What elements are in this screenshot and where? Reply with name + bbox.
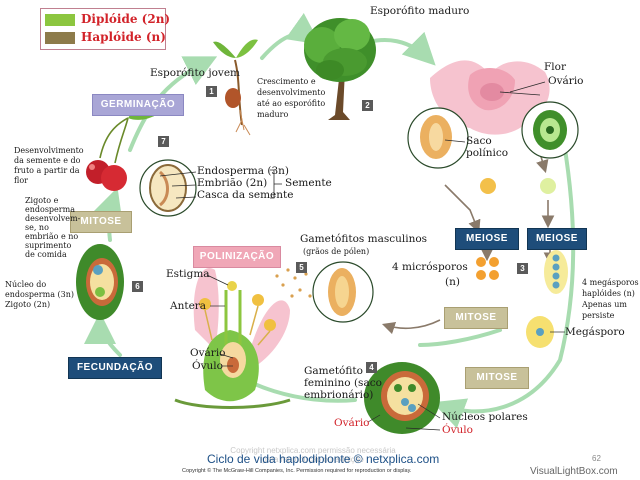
seed-closeup: [139, 159, 197, 217]
stage-mitosis-left: MITOSE: [70, 211, 132, 233]
label-seed-dev-4: flor: [14, 176, 28, 185]
label-zygote-note-3: desenvolvem-: [25, 214, 81, 223]
page-number: 62: [592, 454, 601, 463]
label-endosperm-nucleus-3: Zigoto (2n): [5, 300, 51, 309]
stage-mitosis-mid: MITOSE: [444, 307, 508, 329]
stage-meiosis-1: MEIOSE: [455, 228, 519, 250]
label-stigma: Estigma: [166, 268, 210, 280]
label-female-gametophyte-1: Gametófito: [304, 365, 363, 377]
label-ovary-red: Ovário: [334, 417, 370, 429]
label-growth-2: desenvolvimento: [257, 88, 326, 97]
label-seed-coat: Casca da semente: [197, 189, 294, 201]
label-seed-dev-2: da semente e do: [14, 156, 81, 165]
seedling: [213, 39, 258, 136]
pollen-sac-closeup: [407, 107, 469, 169]
mature-tree: [304, 18, 376, 120]
step-5: 5: [296, 262, 307, 273]
label-polar-nuclei: Núcleos polares: [442, 411, 528, 423]
label-seed-dev-3: fruto a partir da: [14, 166, 80, 175]
female-gametophyte: [364, 362, 440, 434]
label-zygote-note-4: se, no: [25, 223, 49, 232]
label-megaspores-2: haplóides (n): [582, 289, 635, 298]
label-young-sporophyte: Esporófito jovem: [150, 67, 240, 79]
label-pollen-sac-1: Saco: [466, 135, 492, 147]
label-microspores-1: 4 micrósporos: [392, 261, 468, 273]
label-endosperm-nucleus-2: endosperma (3n): [5, 290, 74, 299]
pollen-grains-closeup: [312, 261, 374, 323]
label-male-gametophytes-1: Gametófitos masculinos: [300, 233, 428, 245]
legend-haploid-label: Haplóide (n): [81, 30, 166, 44]
label-seed-dev-1: Desenvolvimento: [14, 146, 84, 155]
label-ovary-top: Ovário: [548, 75, 584, 87]
stage-mitosis-bottom: MITOSE: [465, 367, 529, 389]
label-megaspores-4: persiste: [582, 311, 615, 320]
label-mature-sporophyte: Esporófito maduro: [370, 5, 470, 17]
label-zygote-note-6: suprimento: [25, 241, 72, 250]
step-7: 7: [158, 136, 169, 147]
label-microspores-2: (n): [445, 276, 460, 288]
step-6: 6: [132, 281, 143, 292]
label-ovule: Óvulo: [192, 360, 223, 372]
stage-fertilization: FECUNDAÇÃO: [68, 357, 162, 379]
label-ovule-red: Óvulo: [442, 424, 473, 436]
legend-haploid-swatch: [45, 32, 75, 44]
stage-germination: GERMINAÇÃO: [92, 94, 184, 116]
caption: Ciclo de vida haplodiplonte © netxplica.…: [207, 452, 440, 466]
label-zygote-note-5: embrião e no: [25, 232, 79, 241]
step-1: 1: [206, 86, 217, 97]
spore-cells: [476, 178, 568, 348]
label-megaspore: Megásporo: [565, 326, 625, 338]
site-credit: VisualLightBox.com: [530, 466, 618, 477]
label-zygote-note-2: endosperma: [25, 205, 75, 214]
label-zygote-note-1: Zigoto e: [25, 196, 59, 205]
label-female-gametophyte-2: feminino (saco: [304, 377, 382, 389]
label-flower: Flor: [544, 61, 566, 73]
label-growth-1: Crescimento e: [257, 77, 316, 86]
label-female-gametophyte-3: embrionário): [304, 389, 374, 401]
label-endosperm-nucleus-1: Núcleo do: [5, 280, 47, 289]
developing-ovule: [76, 244, 124, 320]
step-2: 2: [362, 100, 373, 111]
legend: Diplóide (2n) Haplóide (n): [40, 8, 170, 50]
label-endosperm: Endosperma (3n): [197, 165, 290, 177]
stage-pollination: POLINIZAÇÃO: [193, 246, 281, 268]
label-growth-4: maduro: [257, 110, 289, 119]
copyright: Copyright © The McGraw-Hill Companies, I…: [182, 468, 412, 474]
label-anther: Antera: [170, 300, 207, 312]
label-megaspores-3: Apenas um: [582, 300, 627, 309]
legend-diploid-label: Diplóide (2n): [81, 12, 171, 26]
label-male-gametophytes-2: (grãos de pólen): [303, 247, 370, 256]
label-embryo: Embrião (2n): [197, 177, 268, 189]
flower-cross-section: [174, 268, 291, 409]
label-seed: Semente: [285, 177, 332, 189]
ovary-closeup: [521, 101, 579, 159]
seed-bracket: [159, 169, 282, 199]
step-3: 3: [517, 263, 528, 274]
label-zygote-note-7: de comida: [25, 250, 67, 259]
label-ovary-bottom: Ovário: [190, 347, 226, 359]
top-flower: [430, 60, 550, 135]
label-megaspores-1: 4 megásporos: [582, 278, 639, 287]
legend-diploid-swatch: [45, 14, 75, 26]
leader-lines: [206, 81, 565, 431]
pollen-dots: [275, 268, 312, 298]
step-4: 4: [366, 362, 377, 373]
stage-meiosis-2: MEIOSE: [527, 228, 587, 250]
label-pollen-sac-2: polínico: [466, 147, 509, 159]
watermark: Copyright netxplica.com permissão necess…: [230, 446, 396, 464]
label-growth-3: até ao esporófito: [257, 99, 326, 108]
